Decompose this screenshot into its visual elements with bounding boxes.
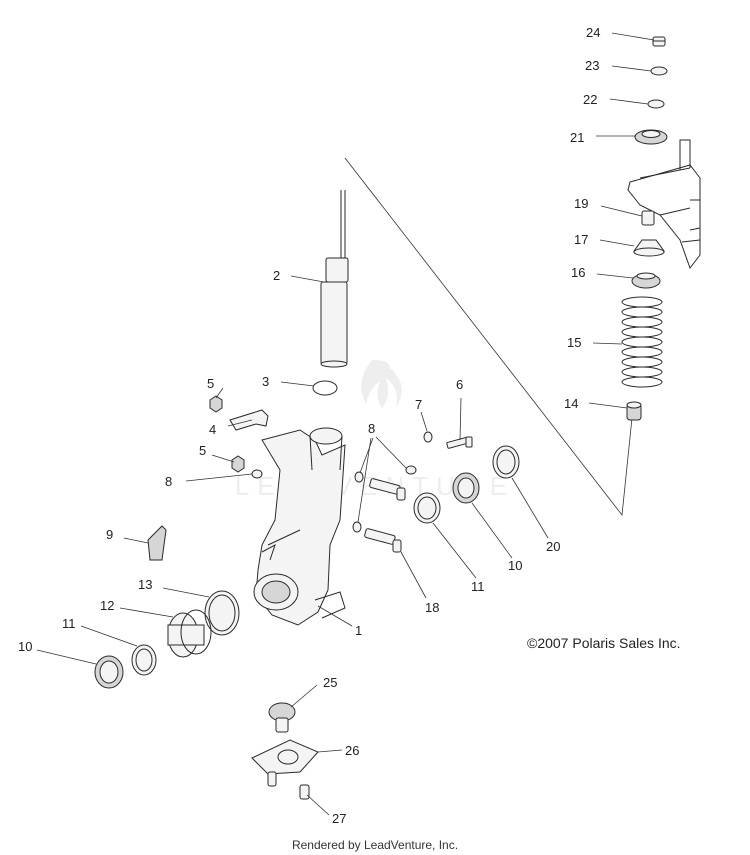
bearing-race-11a [131,644,157,676]
frame-bracket [627,139,701,270]
spring-seat [631,272,661,289]
retaining-ring-13 [204,590,240,636]
strut-o-ring [312,380,338,396]
callout-25: 25 [323,675,337,690]
callout-22: 22 [583,92,597,107]
callout-1: 1 [355,623,362,638]
callout-23: 23 [585,58,599,73]
washer-8d [352,521,362,533]
bump-stop [626,401,642,421]
washer-8c [354,471,364,483]
callout-16: 16 [571,265,585,280]
callout-7: 7 [415,397,422,412]
screw-27b [299,784,310,800]
copyright-notice: ©2007 Polaris Sales Inc. [527,635,681,651]
washer-7 [423,431,433,443]
screw-27a [267,771,277,787]
callout-14: 14 [564,396,578,411]
callout-10a: 10 [18,639,32,654]
callout-2: 2 [273,268,280,283]
nut-5b [231,455,245,473]
callout-11a: 11 [62,616,76,631]
callout-24: 24 [586,25,600,40]
callout-5a: 5 [207,376,214,391]
callout-17: 17 [574,232,588,247]
steering-knuckle [253,427,346,626]
spring-cup [633,239,665,257]
coil-spring [621,296,663,388]
seal-20 [492,445,520,479]
callout-13: 13 [138,577,152,592]
jounce-spacer [641,210,655,226]
callout-8a: 8 [165,474,172,489]
render-credit: Rendered by LeadVenture, Inc. [291,838,459,852]
callout-21: 21 [570,130,584,145]
bearing-10a [94,655,124,689]
washer-23 [650,66,668,76]
callout-4: 4 [209,422,216,437]
callout-26: 26 [345,743,359,758]
callout-20: 20 [546,539,560,554]
bolt-18 [364,528,402,553]
ball-joint-25 [268,702,296,733]
bearing-race-11b [413,492,441,524]
washer-8b [405,465,417,475]
bearing-10b [452,472,480,504]
strut-cartridge [320,190,349,368]
callouts: 24 23 22 21 19 17 16 15 14 2 3 5 4 5 8 6… [18,25,600,826]
callout-9: 9 [106,527,113,542]
callout-27: 27 [332,811,346,826]
callout-15: 15 [567,335,581,350]
assembly-line [344,157,633,517]
bump-pad-9 [147,525,167,561]
bolt-6 [446,436,473,449]
flange-nut [652,36,666,47]
callout-8b: 8 [368,421,375,436]
callout-11b: 11 [471,579,485,594]
washer-8a [251,469,263,479]
hub-sleeve-12 [167,609,212,658]
mounting-plate-26 [251,739,319,775]
callout-5b: 5 [199,443,206,458]
callout-18: 18 [425,600,439,615]
callout-6: 6 [456,377,463,392]
nut-5a [209,395,223,413]
bolt-upper [369,478,406,501]
callout-10b: 10 [508,558,522,573]
callout-12: 12 [100,598,114,613]
bracket-4 [229,409,269,431]
washer-22 [647,99,665,109]
leader-lines [36,32,655,816]
callout-3: 3 [262,374,269,389]
callout-19: 19 [574,196,588,211]
top-mount-bushing [634,129,668,145]
